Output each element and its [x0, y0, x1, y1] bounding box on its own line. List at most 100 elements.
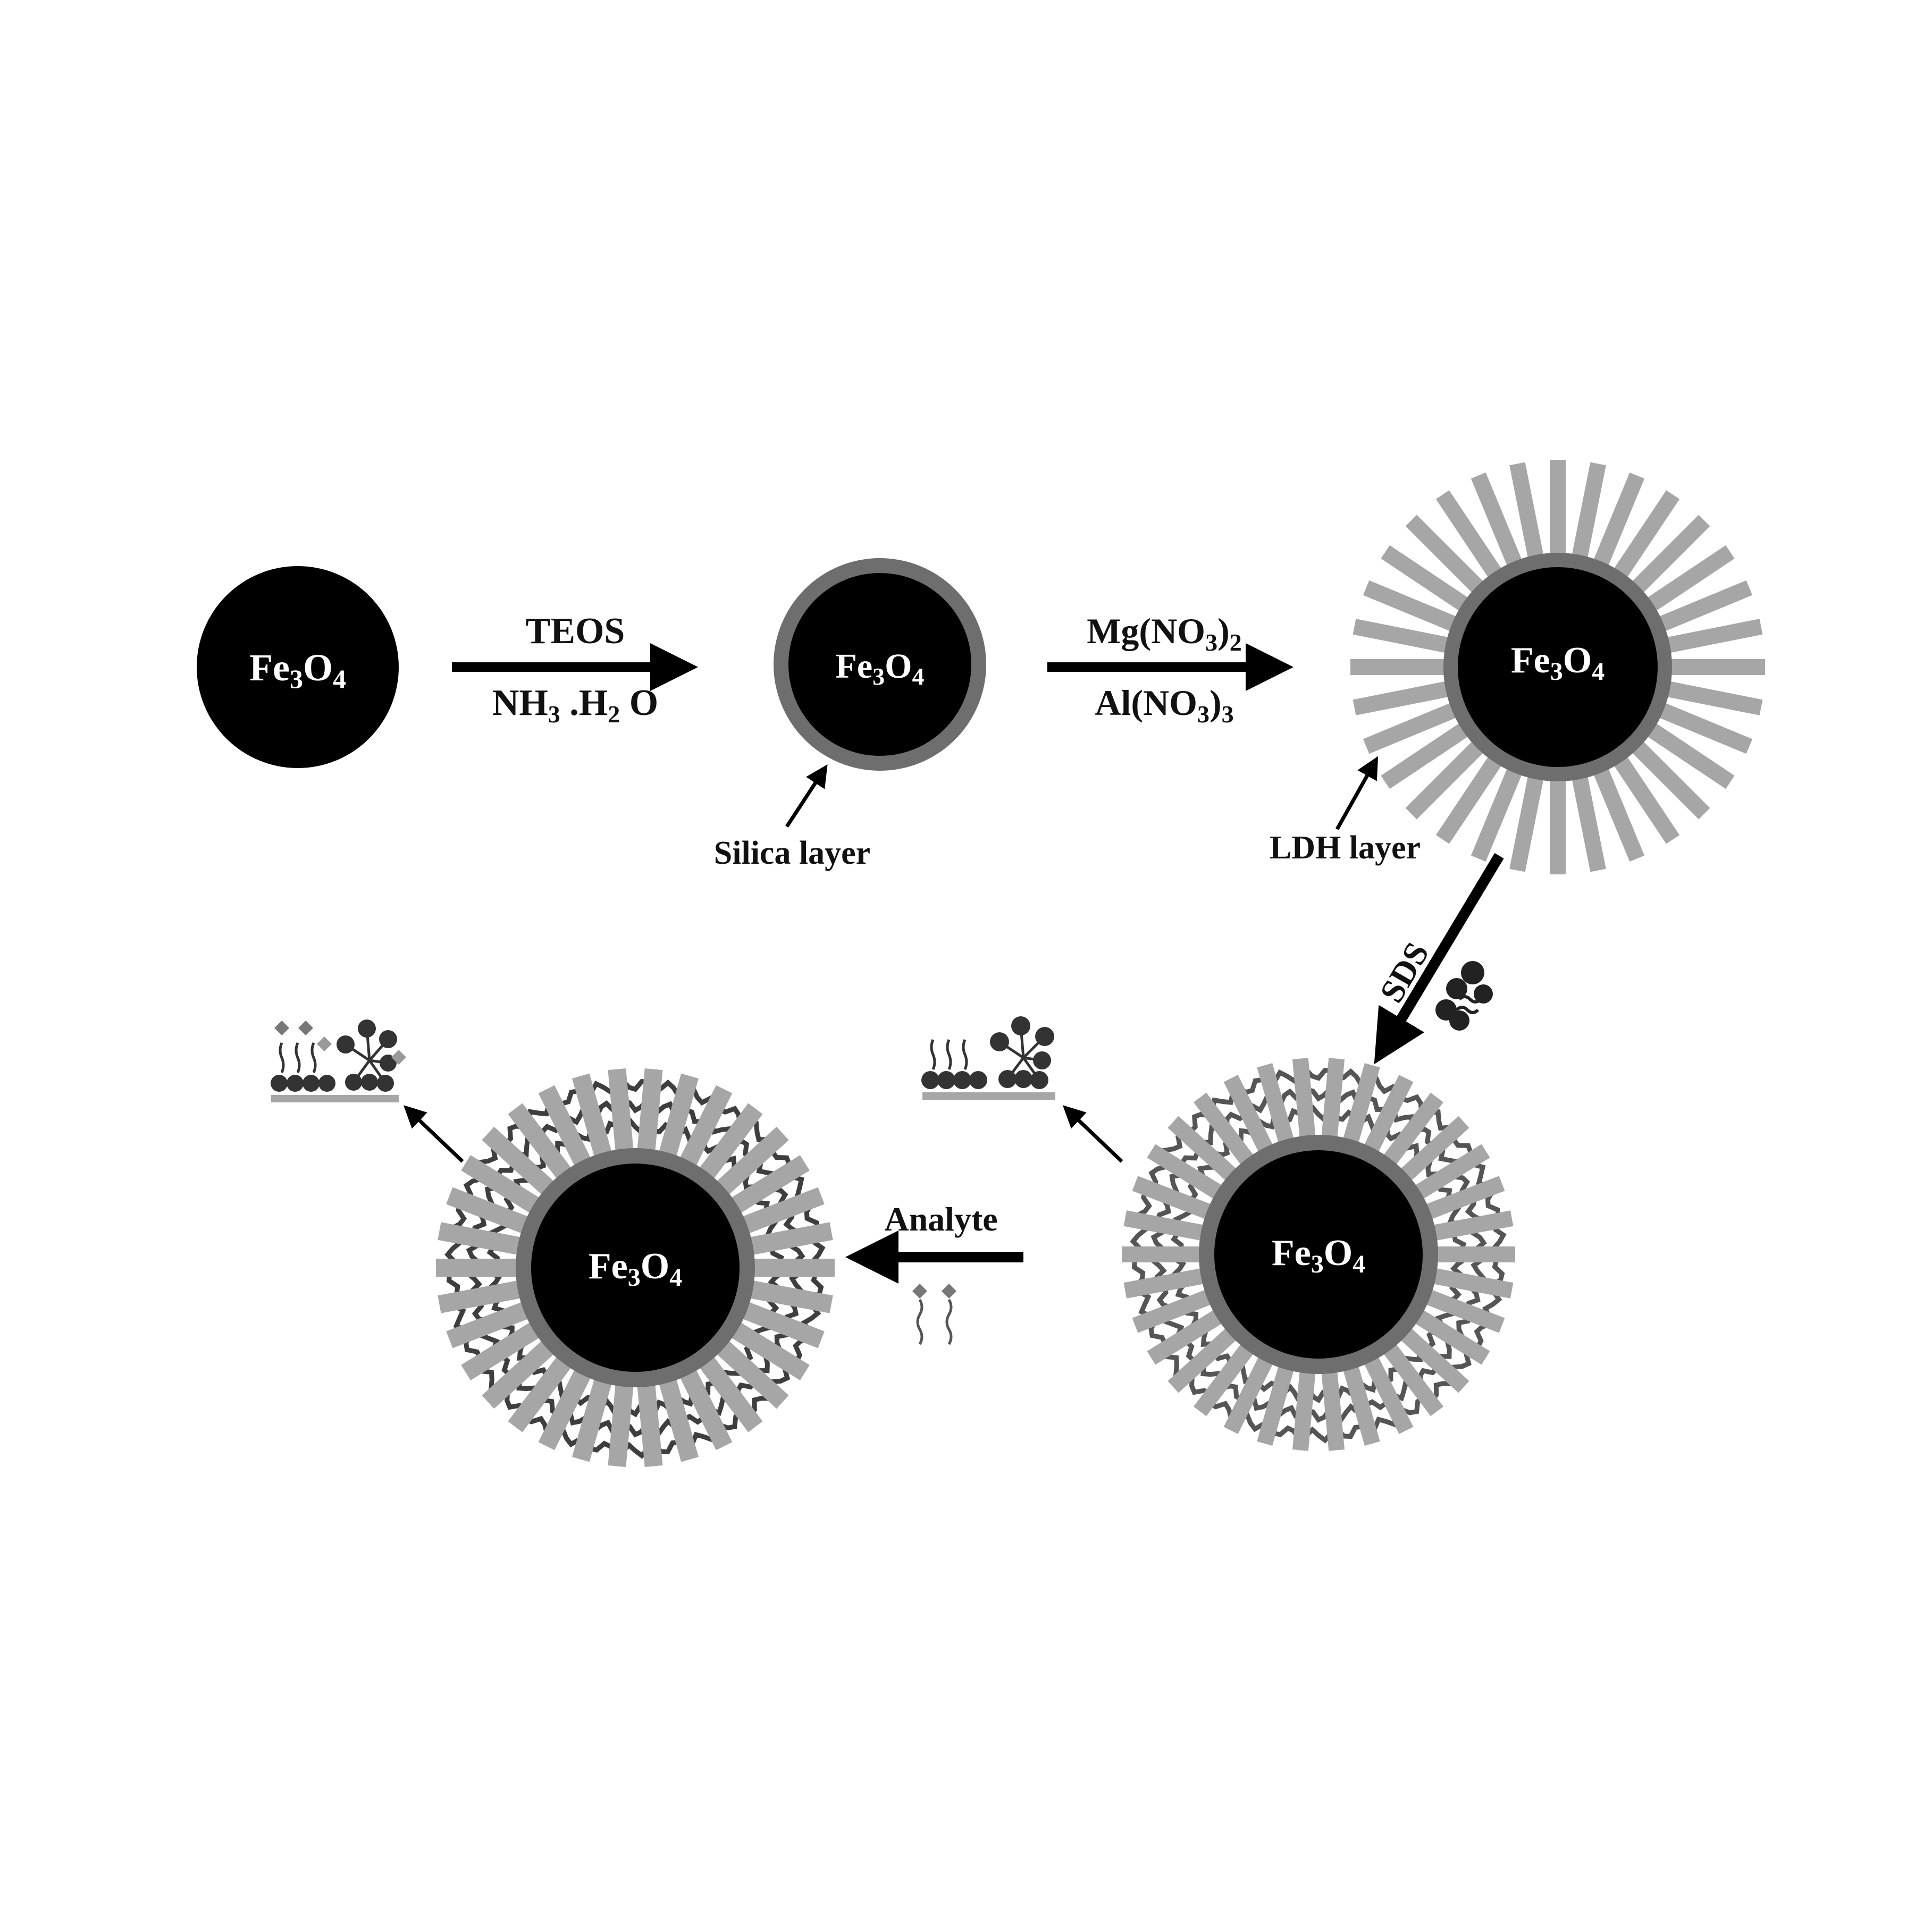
ldh-rod: [1432, 1268, 1514, 1299]
reaction-arrow-sds: SDS: [1372, 853, 1504, 1065]
ldh-rod: [1399, 1116, 1469, 1182]
core-label: Fe3O4: [836, 647, 925, 690]
ldh-rod: [461, 1155, 541, 1214]
ldh-rod: [508, 1355, 572, 1432]
ldh-rod: [1658, 702, 1753, 754]
ldh-rod: [1194, 1343, 1255, 1417]
ldh-rod: [1363, 580, 1458, 632]
ldh-rod: [1666, 681, 1763, 715]
fe3o4-core: [531, 1164, 740, 1372]
ldh-rod: [1424, 1176, 1505, 1220]
ldh-rod: [699, 1103, 763, 1180]
ldh-rod: [1572, 775, 1606, 872]
ldh-rod: [1658, 580, 1753, 632]
ldh-rod: [572, 1377, 612, 1462]
ldh-rod: [538, 1368, 592, 1451]
fe3o4-core: [788, 573, 971, 756]
ldh-rod: [716, 1339, 789, 1409]
particle-bare-fe3o4: Fe3O4: [197, 566, 399, 768]
ldh-rod: [1509, 462, 1544, 559]
ldh-rod: [1405, 740, 1485, 820]
ldh-rod: [1257, 1063, 1295, 1144]
ldh-rod: [741, 1301, 825, 1349]
ldh-rod: [1471, 767, 1523, 862]
fe3o4-core: [197, 566, 399, 768]
silica-layer-callout: Silica layer: [714, 764, 870, 871]
ldh-rod: [1167, 1116, 1238, 1182]
particle-ldh-coated: Fe3O4: [1350, 460, 1765, 874]
ldh-rod: [658, 1377, 699, 1462]
reaction-arrow-ldh: Mg(NO3)2 Al(NO3)3: [1047, 611, 1293, 728]
ldh-rod: [1363, 1355, 1414, 1434]
ldh-rod: [1613, 490, 1680, 579]
ldh-rod: [749, 1222, 833, 1255]
sds-micelle-icon: [1435, 961, 1493, 1031]
ldh-rod: [1381, 545, 1469, 612]
analyte-label: Analyte: [884, 1200, 997, 1238]
ldh-rod: [1342, 1063, 1380, 1144]
ldh-rod: [637, 1383, 663, 1467]
particle-ldh-sds-analyte: Fe3O4: [436, 1068, 835, 1467]
reaction-arrow-analyte: Analyte: [845, 1200, 1023, 1345]
core-label: Fe3O4: [1272, 1233, 1365, 1278]
core-label: Fe3O4: [249, 646, 346, 694]
teos-label: TEOS: [526, 611, 625, 652]
ldh-surface-icon: [271, 1095, 399, 1102]
ldh-rod: [730, 1321, 810, 1380]
ldh-rods: [1350, 460, 1765, 874]
ldh-layer-label: LDH layer: [1270, 830, 1421, 866]
reaction-arrow-teos: TEOS NH3 .H2 O: [452, 611, 698, 728]
ldh-rod: [679, 1368, 733, 1451]
mg-nitrate-label: Mg(NO3)2: [1087, 611, 1241, 656]
core-label: Fe3O4: [1511, 640, 1605, 686]
fe3o4-core: [1214, 1150, 1423, 1359]
ldh-rod: [637, 1068, 663, 1152]
sds-adsorption-inset: [921, 1016, 1123, 1163]
fe3o4-core: [1458, 567, 1658, 767]
ldh-rod: [1363, 1075, 1414, 1153]
ldh-rod: [508, 1103, 572, 1180]
ldh-rod: [1167, 1327, 1238, 1393]
ldh-rod: [679, 1085, 733, 1167]
ldh-rod: [1363, 702, 1458, 754]
ldh-rod: [741, 1187, 825, 1234]
ldh-rod: [1382, 1092, 1443, 1166]
ldh-rod: [749, 1280, 833, 1313]
ldh-rod: [572, 1073, 612, 1158]
ldh-rod: [1399, 1327, 1469, 1393]
particle-silica-coated: Fe3O4: [774, 558, 986, 771]
ldh-rod: [1424, 1289, 1505, 1333]
ldh-rod: [1414, 1309, 1490, 1365]
ldh-rod: [446, 1187, 530, 1234]
ldh-rod: [438, 1222, 522, 1255]
ldh-rod: [1321, 1058, 1345, 1139]
inset-arrow: [403, 1105, 464, 1163]
ldh-rod: [1123, 1210, 1205, 1241]
ldh-rod: [1646, 545, 1735, 612]
ldh-rod: [438, 1280, 522, 1313]
ldh-rod: [1593, 472, 1645, 567]
ldh-rod: [1321, 1370, 1345, 1451]
ldh-rod: [1123, 1268, 1205, 1299]
ldh-rod: [716, 1126, 789, 1196]
ldh-rod: [1631, 740, 1710, 820]
ldh-rod: [1572, 462, 1606, 559]
ldh-rod: [1509, 775, 1544, 872]
ldh-rod: [1353, 619, 1450, 653]
analyte-adsorption-inset: [271, 1019, 464, 1163]
ldh-rod: [1613, 755, 1680, 844]
callout-arrow: [1335, 756, 1379, 830]
ldh-surface-icon: [922, 1092, 1055, 1100]
ldh-rod: [1381, 722, 1469, 789]
ldh-rod: [1132, 1176, 1213, 1220]
sds-surfactant-icon: [921, 1016, 1054, 1089]
ldh-rod: [608, 1383, 634, 1467]
ldh-rod: [608, 1068, 634, 1152]
ldh-rod: [1435, 490, 1502, 579]
ldh-rod: [1223, 1075, 1274, 1153]
ldh-rods-with-sds-analyte: [436, 1068, 835, 1467]
inset-arrow: [1062, 1105, 1123, 1163]
ldh-rod: [461, 1321, 541, 1380]
ldh-rod: [1414, 1144, 1490, 1200]
